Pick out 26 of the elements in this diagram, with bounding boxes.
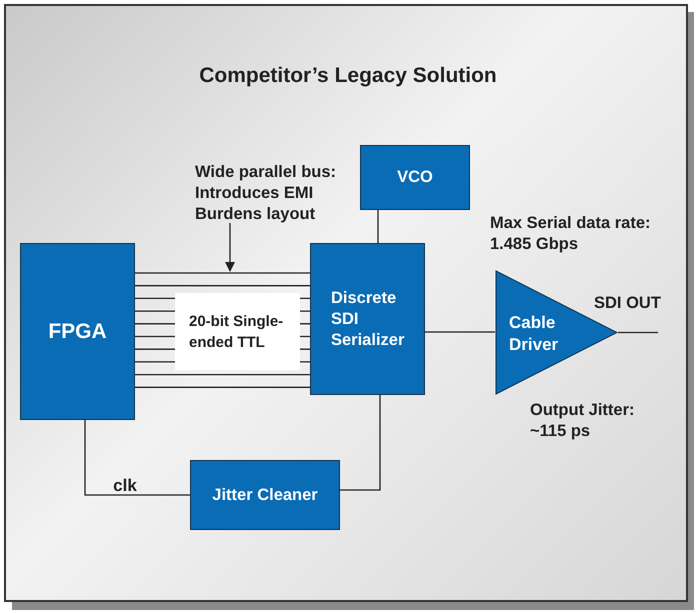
node-text: FPGA (48, 321, 107, 342)
connector-line (84, 420, 190, 496)
connector-line (618, 332, 658, 334)
connector-line (134, 298, 176, 363)
connector-line (425, 331, 495, 333)
node-text: Discrete SDI Serializer (331, 288, 406, 350)
block-box (20, 243, 135, 420)
node-text: Cable Driver (509, 312, 560, 356)
label-box (175, 293, 300, 370)
block-box (190, 460, 340, 530)
annotation-text: Wide parallel bus: Introduces EMI Burdens layout (195, 162, 338, 224)
connector-line (299, 298, 311, 363)
connector-line (377, 210, 379, 243)
annotation-text: Output Jitter: ~115 ps (530, 400, 636, 442)
annotation-text: Max Serial data rate: 1.485 Gbps (490, 213, 652, 255)
node-text: 20-bit Single-ended TTL (189, 312, 284, 352)
connector-line (134, 272, 311, 388)
diagram-title: Competitor’s Legacy Solution (198, 63, 498, 89)
connector-line (340, 395, 381, 491)
block-box (310, 243, 425, 395)
annotation-text: SDI OUT (594, 293, 662, 314)
block-box (360, 145, 470, 210)
edge-label: clk (113, 475, 137, 497)
node-text: VCO (397, 167, 433, 188)
node-text: Jitter Cleaner (212, 484, 318, 506)
arrow (225, 223, 235, 272)
